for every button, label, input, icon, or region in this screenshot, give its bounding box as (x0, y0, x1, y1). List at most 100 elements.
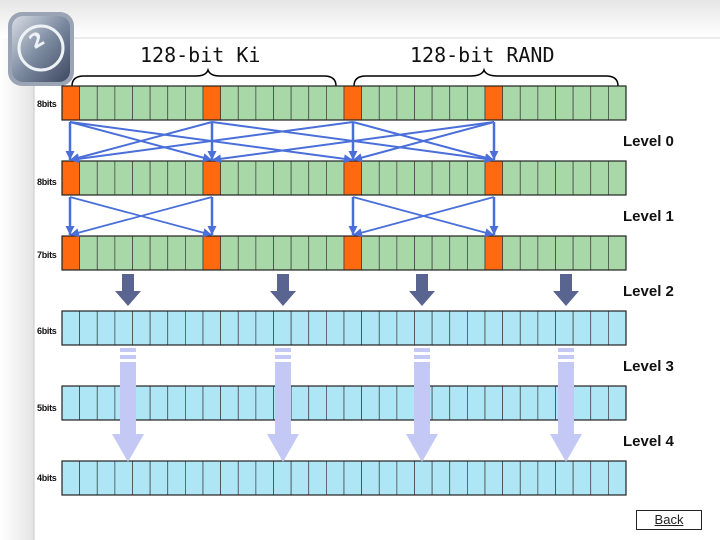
bit-cell (96, 310, 116, 346)
row-4-bits-label: 5bits (37, 403, 57, 413)
bit-cell (132, 160, 151, 196)
bit-cell (290, 85, 310, 121)
bit-cell (378, 385, 398, 421)
bit-cell (114, 310, 133, 346)
bit-cell (61, 385, 80, 421)
bit-cell (502, 460, 521, 496)
block-arrow-light (267, 348, 299, 462)
row-3-bits-label: 6bits (37, 326, 57, 336)
bit-cell (537, 310, 556, 346)
row-border (61, 310, 627, 346)
bit-cell (290, 460, 310, 496)
cross-arrow (489, 197, 499, 235)
bit-cell (308, 310, 327, 346)
bit-cell (519, 235, 539, 271)
bit-cell (132, 460, 151, 496)
bit-cell (79, 310, 98, 346)
back-button[interactable]: Back (636, 510, 702, 530)
bit-cell (96, 385, 116, 421)
cross-arrow (352, 196, 495, 238)
bit-cell (449, 235, 468, 271)
bit-cell (326, 85, 345, 121)
bit-cell (608, 85, 627, 121)
bit-cell (537, 460, 556, 496)
bit-cell (149, 460, 169, 496)
bit-cell (431, 310, 451, 346)
bit-cell (396, 385, 415, 421)
row-1-bits-label: 8bits (37, 177, 57, 187)
bit-cell (484, 385, 503, 421)
bit-cell (590, 460, 609, 496)
block-arrow-light (550, 348, 582, 462)
block-arrow-dark (409, 274, 435, 306)
bit-cell (220, 310, 239, 346)
orange-bit-cell (61, 85, 80, 121)
bit-cell (132, 85, 151, 121)
bit-cell (273, 460, 292, 496)
cross-arrow (211, 121, 495, 164)
bit-cell (220, 460, 239, 496)
bit-cell (237, 310, 257, 346)
bit-cell (343, 460, 362, 496)
bit-cell (555, 235, 574, 271)
level-2-label: Level 2 (623, 283, 674, 300)
bit-cell (467, 385, 486, 421)
bit-cell (608, 235, 627, 271)
bit-row-4 (61, 385, 627, 421)
bit-cell (255, 235, 274, 271)
bit-cell (537, 385, 556, 421)
bit-cell (502, 160, 521, 196)
bit-cell (396, 460, 415, 496)
level-1-label: Level 1 (623, 208, 674, 225)
bit-cell (202, 460, 221, 496)
orange-bit-cell (343, 235, 362, 271)
bit-cell (572, 310, 592, 346)
bit-cell (290, 235, 310, 271)
bit-cell (167, 235, 186, 271)
orange-bit-cell (202, 235, 221, 271)
bit-cell (555, 310, 574, 346)
bit-cell (149, 160, 169, 196)
bit-cell (326, 460, 345, 496)
bit-cell (185, 85, 204, 121)
bit-cell (484, 310, 503, 346)
bit-cell (519, 310, 539, 346)
row-0-bits-label: 8bits (37, 99, 57, 109)
bit-cell (220, 385, 239, 421)
cross-arrow (489, 122, 499, 160)
bit-cell (96, 160, 116, 196)
bit-cell (114, 160, 133, 196)
bit-cell (519, 460, 539, 496)
bit-cell (378, 310, 398, 346)
bit-cell (149, 385, 169, 421)
block-arrow-dark (553, 274, 579, 306)
bit-cell (273, 160, 292, 196)
bit-cell (167, 310, 186, 346)
bit-cell (343, 385, 362, 421)
bit-cell (326, 235, 345, 271)
bit-cell (519, 385, 539, 421)
bit-cell (378, 235, 398, 271)
orange-bit-cell (61, 235, 80, 271)
bit-cell (608, 160, 627, 196)
bit-cell (449, 160, 468, 196)
bit-cell (467, 460, 486, 496)
bit-cell (361, 310, 380, 346)
bit-cell (431, 85, 451, 121)
bit-cell (167, 85, 186, 121)
bit-cell (519, 85, 539, 121)
bit-cell (396, 235, 415, 271)
bit-cell (96, 235, 116, 271)
bit-cell (431, 385, 451, 421)
bit-cell (114, 460, 133, 496)
bit-cell (590, 160, 609, 196)
bit-cell (431, 460, 451, 496)
block-arrow-dark (270, 274, 296, 306)
bit-cell (572, 235, 592, 271)
cross-arrow (207, 197, 217, 235)
bit-cell (590, 385, 609, 421)
bit-cell (185, 310, 204, 346)
bit-cell (396, 160, 415, 196)
bit-cell (149, 85, 169, 121)
